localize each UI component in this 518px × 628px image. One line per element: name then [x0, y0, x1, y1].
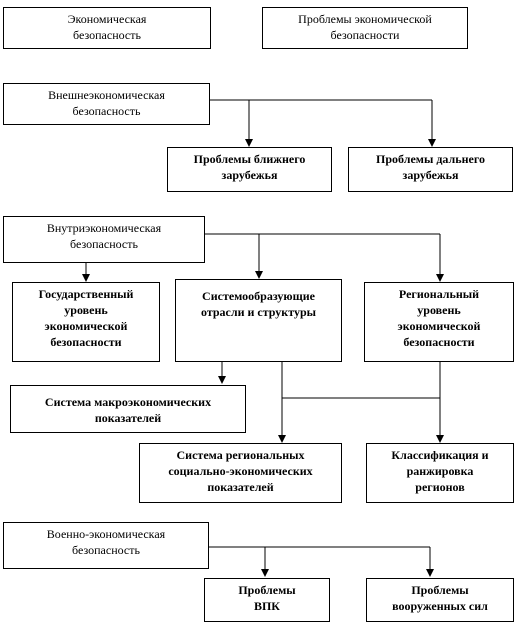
- military-economic-security-box: Военно-экономическая безопасность: [3, 522, 209, 569]
- armed-forces-problems-box: Проблемы вооруженных сил: [366, 578, 514, 622]
- near-abroad-problems-box: Проблемы ближнего зарубежья: [167, 147, 332, 192]
- regional-indicators-box: Система региональных социально-экономиче…: [139, 443, 342, 503]
- economic-security-problems-box: Проблемы экономической безопасности: [262, 7, 468, 49]
- state-level-security-box: Государственный уровень экономической бе…: [12, 282, 160, 362]
- macro-indicators-box: Система макроэкономических показателей: [10, 385, 246, 433]
- regional-level-security-box: Региональный уровень экономической безоп…: [364, 282, 514, 362]
- system-sectors-box: Системообразующие отрасли и структуры: [175, 279, 342, 362]
- foreign-economic-security-box: Внешнеэкономическая безопасность: [3, 83, 210, 125]
- domestic-economic-security-box: Внутриэкономическая безопасность: [3, 216, 205, 263]
- economic-security-box: Экономическая безопасность: [3, 7, 211, 49]
- regions-classification-box: Классификация и ранжировка регионов: [366, 443, 514, 503]
- vpk-problems-box: Проблемы ВПК: [204, 578, 330, 622]
- far-abroad-problems-box: Проблемы дальнего зарубежья: [348, 147, 513, 192]
